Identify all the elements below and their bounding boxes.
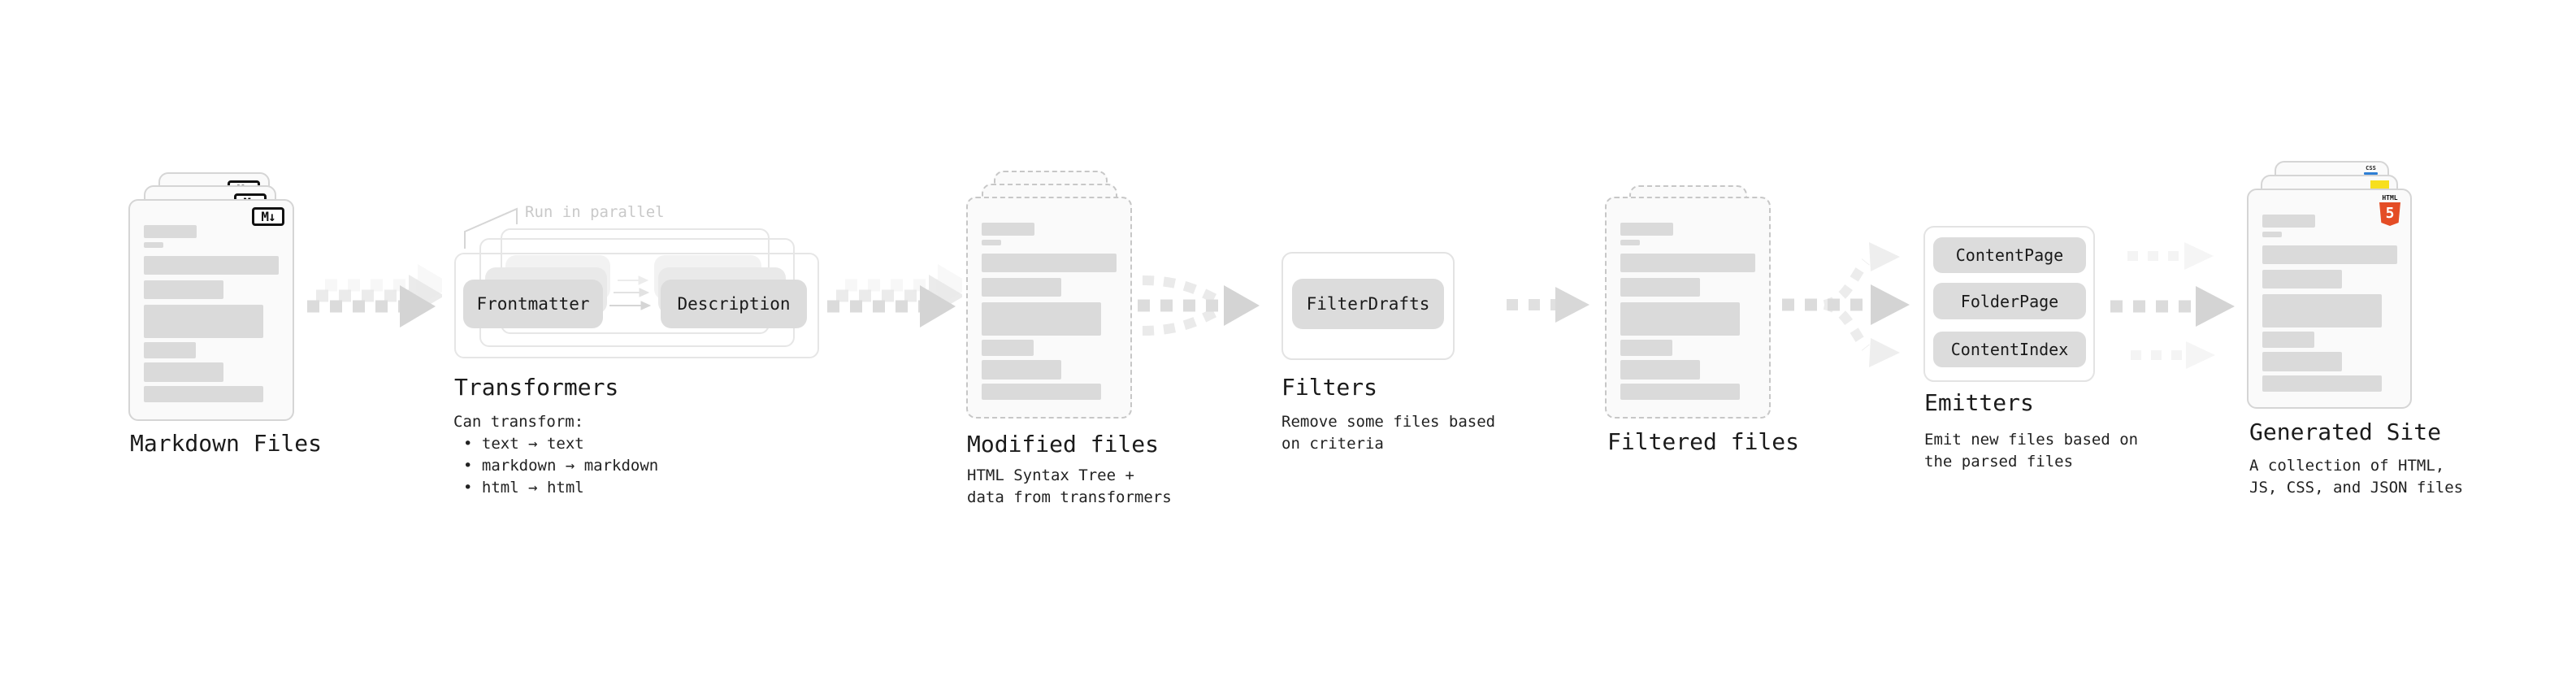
filter-drafts-pill: FilterDrafts [1292, 279, 1444, 329]
markdown-files-caption: Markdown Files [130, 430, 323, 457]
arrow-modified-to-filters-icon [1138, 275, 1260, 336]
arrow-markdown-to-transformers-icon [307, 264, 442, 327]
modified-files-caption: Modified files [967, 431, 1160, 458]
document-skeleton [968, 198, 1130, 417]
modified-files-description: HTML Syntax Tree + data from transformer… [967, 466, 1172, 506]
arrow-emitters-to-generated-icon [2110, 242, 2235, 369]
transformers-bullet: • markdown → markdown [463, 457, 659, 475]
transformer-run-box-front [454, 253, 819, 358]
emitter-contentpage-pill: ContentPage [1933, 237, 2086, 273]
generated-site-description: A collection of HTML, JS, CSS, and JSON … [2249, 457, 2464, 497]
generated-site-caption: Generated Site [2249, 419, 2442, 445]
arrow-filtered-to-emitters-icon [1782, 242, 1910, 367]
css-file-icon: CSS [2364, 166, 2378, 175]
document-skeleton [2249, 190, 2410, 407]
transformer-frontmatter-pill: Frontmatter [463, 280, 603, 328]
emitters-description: Emit new files based on the parsed files [1924, 431, 2139, 471]
parallel-leader-line-icon [464, 207, 518, 249]
html5-file-icon: HTML 5 [2379, 194, 2400, 226]
filtered-file-card-front [1605, 197, 1771, 419]
arrow-filters-to-filtered-icon [1507, 287, 1589, 323]
run-in-parallel-label: Run in parallel [525, 203, 665, 221]
filters-description: Remove some files based on criteria [1281, 413, 1496, 453]
markdown-file-card-front: M↓ [128, 199, 294, 421]
transformers-bullet: • text → text [463, 435, 584, 453]
emitter-contentindex-pill: ContentIndex [1933, 332, 2086, 367]
modified-file-card-front [966, 197, 1132, 419]
transformers-description-title: Can transform: [453, 413, 584, 431]
transformers-caption: Transformers [454, 374, 619, 401]
document-skeleton [130, 201, 293, 419]
transformers-bullet: • html → html [463, 479, 584, 497]
document-skeleton [1607, 198, 1769, 417]
markdown-icon: M↓ [252, 207, 284, 226]
transformer-description-pill: Description [661, 280, 807, 328]
transformer-step-arrows-icon [609, 275, 652, 310]
emitters-caption: Emitters [1924, 389, 2034, 416]
filters-caption: Filters [1281, 374, 1378, 401]
filtered-files-caption: Filtered files [1607, 428, 1800, 455]
generated-html-file-card: HTML 5 [2247, 189, 2412, 409]
arrow-transformers-to-modified-icon [827, 264, 962, 327]
emitter-folderpage-pill: FolderPage [1933, 283, 2086, 319]
